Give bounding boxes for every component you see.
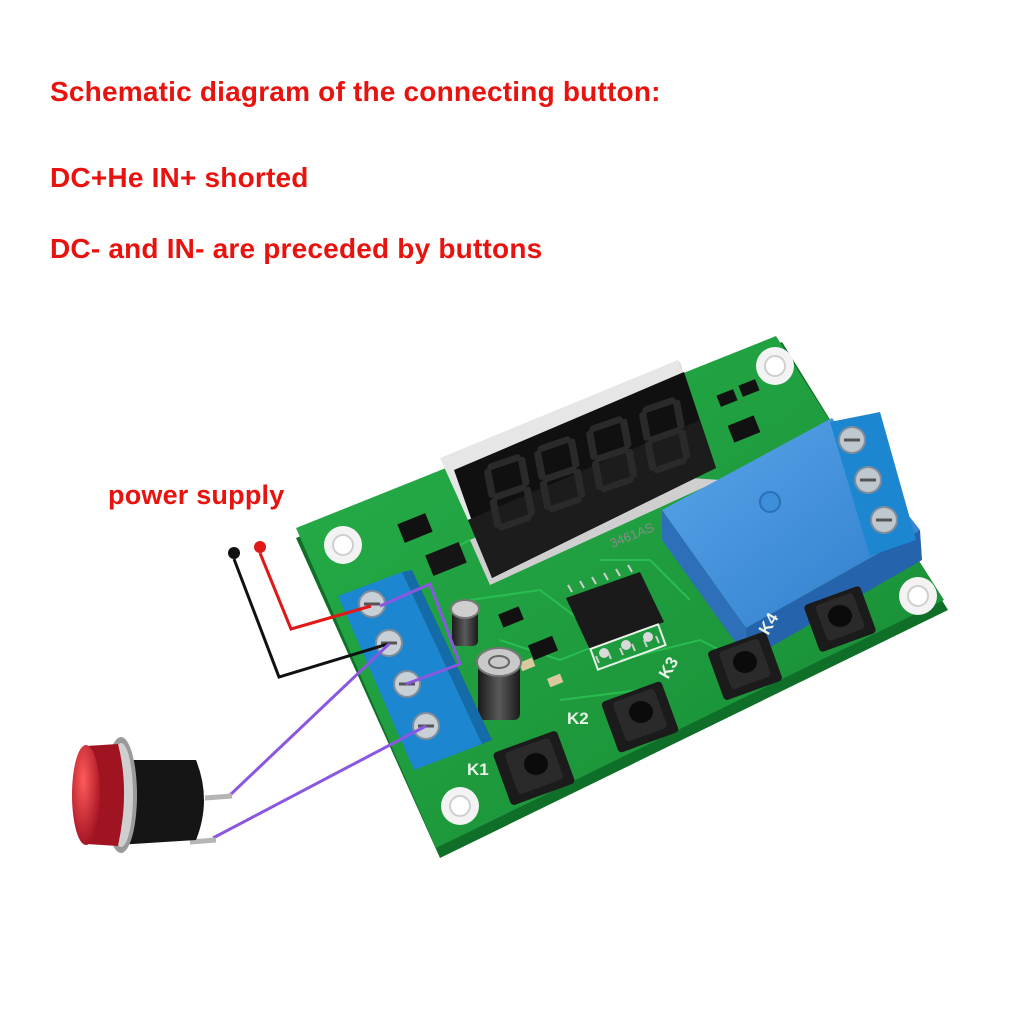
button-wire-1 bbox=[227, 642, 391, 798]
power-supply-label: power supply bbox=[108, 480, 285, 510]
mounting-hole bbox=[324, 526, 362, 564]
seven-segment-display: 3461AS bbox=[440, 360, 720, 585]
button-k3[interactable]: K3 bbox=[655, 631, 783, 701]
relay-terminal-block bbox=[830, 412, 916, 556]
positive-terminal-dot bbox=[254, 541, 266, 553]
header-pads bbox=[589, 623, 667, 671]
power-supply-leads bbox=[228, 541, 389, 679]
short-wire-dc-in-plus bbox=[379, 581, 462, 686]
input-terminal-block bbox=[338, 570, 492, 770]
positive-wire bbox=[258, 552, 372, 631]
negative-terminal-dot bbox=[228, 547, 240, 559]
negative-wire bbox=[232, 558, 389, 679]
capacitor bbox=[476, 647, 522, 720]
capacitor bbox=[450, 599, 480, 646]
button-k2-label: K2 bbox=[567, 709, 589, 728]
button-wire-2 bbox=[212, 724, 427, 840]
mounting-hole bbox=[756, 347, 794, 385]
mounting-hole bbox=[441, 787, 479, 825]
push-button[interactable] bbox=[72, 737, 233, 853]
diagram-title: Schematic diagram of the connecting butt… bbox=[50, 76, 661, 107]
button-k1-label: K1 bbox=[467, 760, 489, 779]
mounting-hole bbox=[899, 577, 937, 615]
instruction-line-2: DC- and IN- are preceded by buttons bbox=[50, 233, 543, 264]
button-wires bbox=[212, 581, 462, 840]
smd-components bbox=[397, 379, 761, 688]
instruction-line-1: DC+He IN+ shorted bbox=[50, 162, 309, 193]
button-k2[interactable]: K2 bbox=[567, 681, 679, 754]
button-k1[interactable]: K1 bbox=[467, 730, 576, 806]
